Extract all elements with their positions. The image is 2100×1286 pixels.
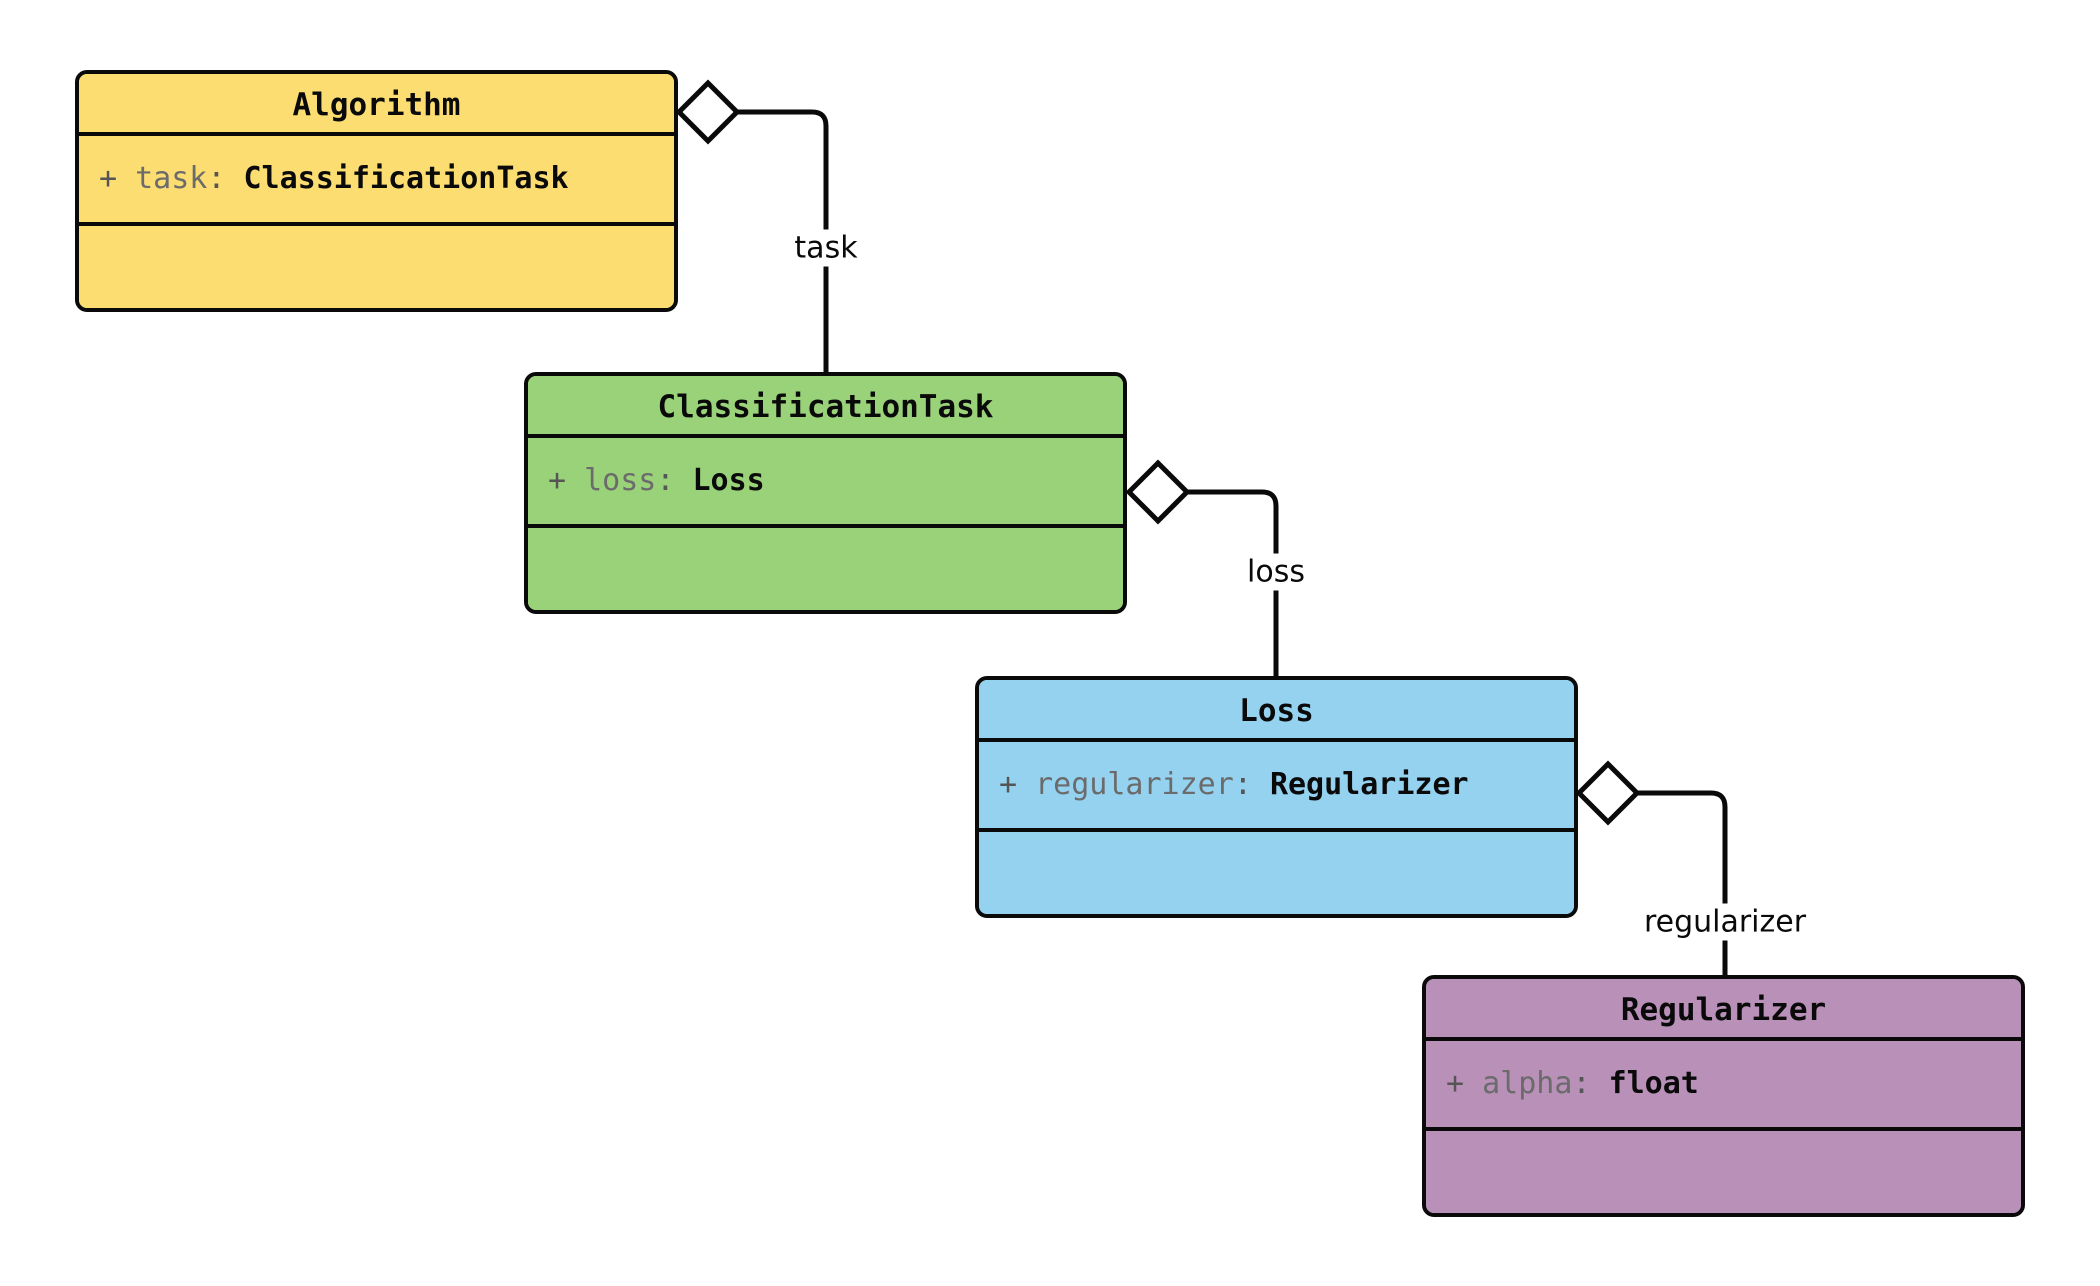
aggregation-diamond-loss [1125, 459, 1191, 525]
class-methods-algorithm [79, 226, 674, 308]
attribute-row: + alpha: float [1446, 1069, 1699, 1099]
class-attributes-algorithm: + task: ClassificationTask [79, 136, 674, 226]
attribute-type: Loss [692, 463, 765, 498]
attribute-visibility: + [999, 767, 1018, 802]
class-title-classificationtask: ClassificationTask [528, 376, 1123, 438]
class-methods-regularizer [1426, 1131, 2021, 1213]
class-box-regularizer[interactable]: Regularizer + alpha: float [1422, 975, 2025, 1217]
edge-label-task: task [788, 229, 864, 267]
class-box-loss[interactable]: Loss + regularizer: Regularizer [975, 676, 1578, 918]
aggregation-diamond-task [675, 79, 741, 145]
class-methods-loss [979, 832, 1574, 914]
attribute-type: float [1608, 1066, 1699, 1101]
attribute-separator: : [1233, 767, 1252, 802]
attribute-separator: : [656, 463, 675, 498]
class-box-algorithm[interactable]: Algorithm + task: ClassificationTask [75, 70, 678, 312]
attribute-name: task [135, 161, 208, 196]
class-title-loss: Loss [979, 680, 1574, 742]
attribute-name: regularizer [1035, 767, 1234, 802]
attribute-row: + regularizer: Regularizer [999, 770, 1469, 800]
attribute-type: ClassificationTask [243, 161, 569, 196]
class-title-algorithm: Algorithm [79, 74, 674, 136]
attribute-visibility: + [1446, 1066, 1465, 1101]
attribute-visibility: + [548, 463, 567, 498]
class-title-regularizer: Regularizer [1426, 979, 2021, 1041]
edge-regularizer-path [1638, 790, 1728, 975]
class-box-classificationtask[interactable]: ClassificationTask + loss: Loss [524, 372, 1127, 614]
attribute-name: loss [584, 463, 657, 498]
class-attributes-loss: + regularizer: Regularizer [979, 742, 1574, 832]
attribute-name: alpha [1482, 1066, 1573, 1101]
class-attributes-regularizer: + alpha: float [1426, 1041, 2021, 1131]
aggregation-diamond-regularizer [1575, 760, 1641, 826]
attribute-separator: : [207, 161, 226, 196]
attribute-separator: : [1572, 1066, 1591, 1101]
attribute-visibility: + [99, 161, 118, 196]
attribute-row: + loss: Loss [548, 466, 765, 496]
attribute-row: + task: ClassificationTask [99, 164, 569, 194]
edge-label-loss: loss [1241, 553, 1311, 591]
class-attributes-classificationtask: + loss: Loss [528, 438, 1123, 528]
class-methods-classificationtask [528, 528, 1123, 610]
edge-label-regularizer: regularizer [1637, 903, 1813, 941]
attribute-type: Regularizer [1269, 767, 1469, 802]
